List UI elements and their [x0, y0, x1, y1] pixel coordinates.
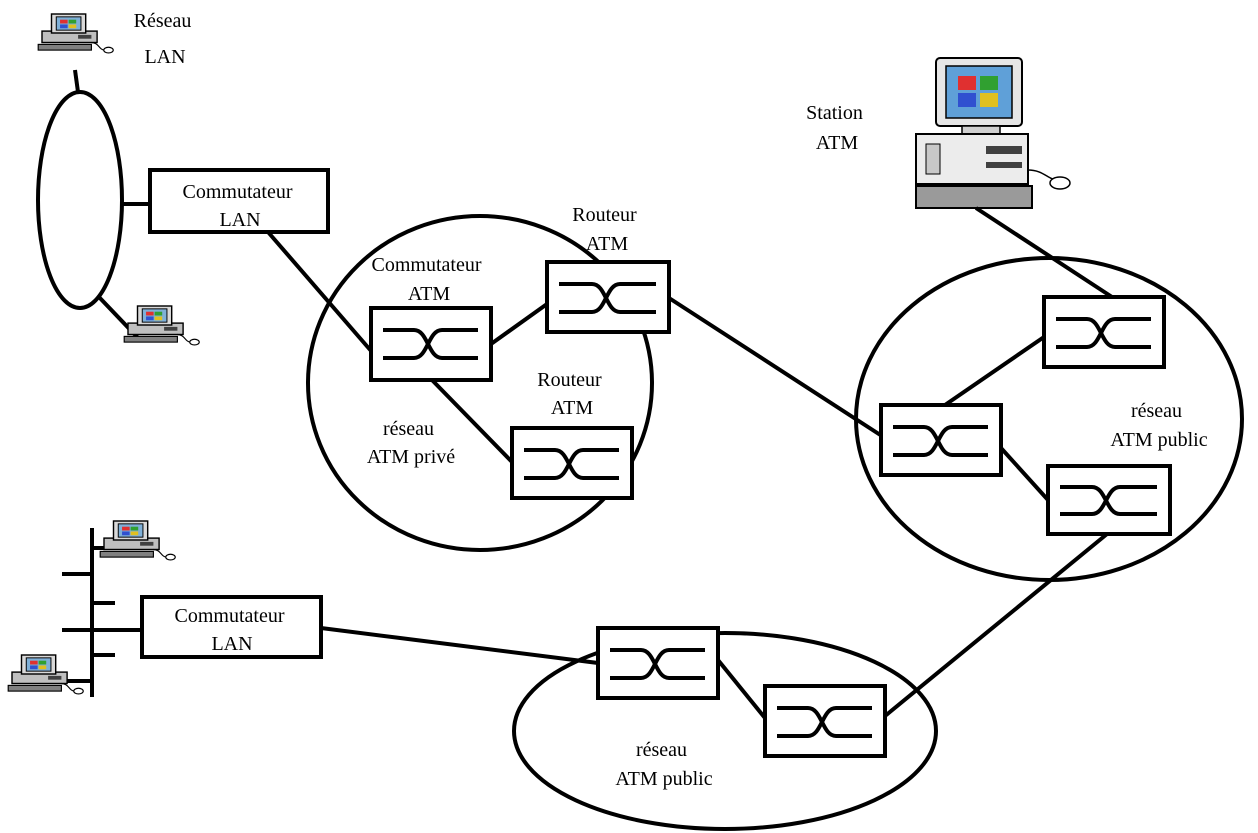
atm-switch-icon: [763, 684, 887, 758]
lan-network-label: Réseau LAN: [134, 10, 197, 68]
lan-switch-top-label: Commutateur LAN: [183, 181, 298, 231]
lan-switch-bottom-label: Commutateur LAN: [175, 605, 290, 655]
atm-router-top-label: Routeur ATM: [572, 204, 641, 255]
public-atm-network-bottom: [512, 631, 938, 831]
computer-icon: [99, 520, 176, 561]
public-network-bottom-label: réseau ATM public: [615, 739, 712, 790]
private-network-label: réseau ATM privé: [367, 418, 455, 468]
atm-switch-icon: [510, 426, 634, 500]
link-lan-public: [320, 626, 599, 665]
lan-ring: [36, 90, 124, 310]
atm-switch-icon: [1042, 295, 1166, 369]
atm-switch-icon: [545, 260, 671, 334]
lan-switch-top: [148, 168, 330, 234]
atm-switch-icon: [369, 306, 493, 382]
computer-icon: [37, 13, 114, 54]
computer-icon: [123, 305, 200, 346]
atm-switch-icon: [1046, 464, 1172, 536]
computer-icon: [7, 654, 84, 695]
lan-link-pc-top: [73, 69, 80, 93]
link-public-a: [943, 335, 1046, 407]
atm-switch-icon: [879, 403, 1003, 477]
atm-router-bottom-label: Routeur ATM: [537, 369, 606, 419]
lan-switch-bottom: [140, 595, 323, 659]
atm-station-label: Station ATM: [806, 102, 868, 154]
link-station-public: [974, 206, 1114, 299]
link-public-b: [999, 446, 1050, 502]
link-public-bottom-internal: [716, 658, 767, 720]
link-public-public: [883, 532, 1109, 718]
link-router-public: [667, 296, 887, 440]
link-switch-router-top: [489, 302, 549, 346]
atm-switch-label: Commutateur ATM: [372, 254, 487, 305]
public-network-right-label: réseau ATM public: [1110, 400, 1207, 451]
private-atm-network: [306, 214, 654, 552]
link-switch-router-bottom: [430, 378, 514, 464]
atm-switch-icon: [596, 626, 720, 700]
computer-icon: [915, 57, 1071, 209]
link-lan-atm: [266, 230, 374, 354]
